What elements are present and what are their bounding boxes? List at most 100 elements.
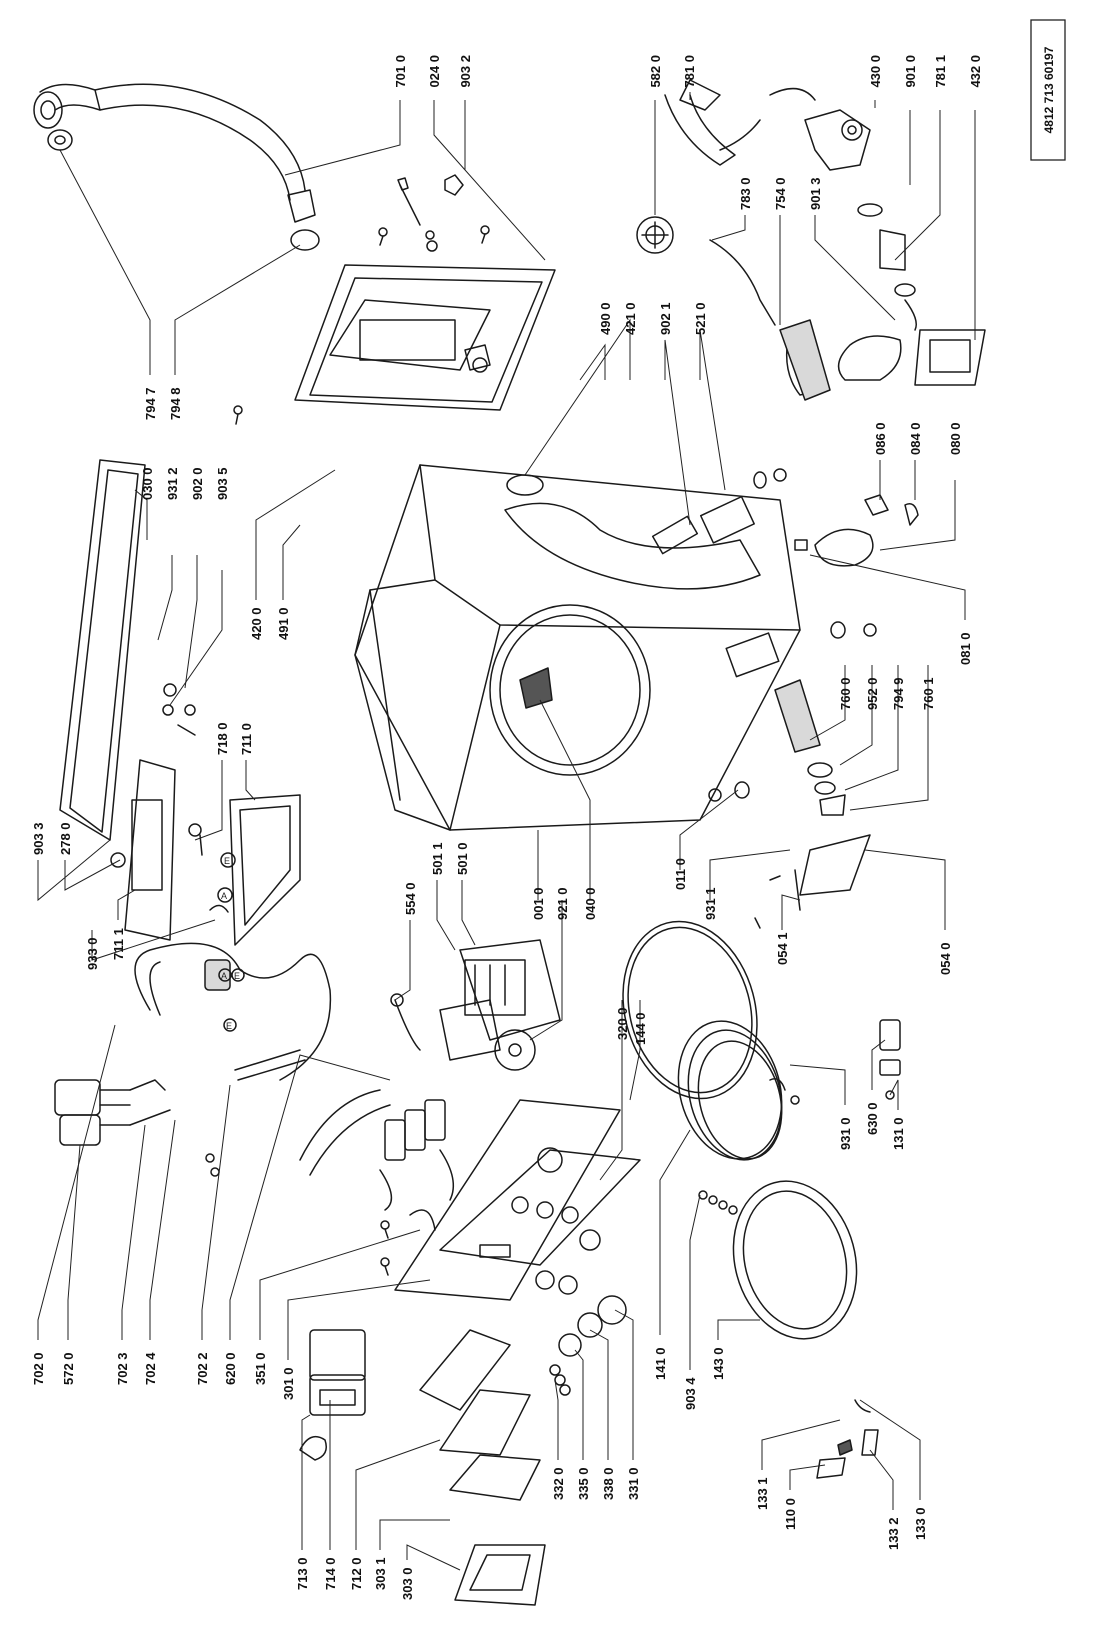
label-303-0: 303 0 [400, 1567, 415, 1600]
label-040-0: 040 0 [583, 887, 598, 920]
label-760-1: 760 1 [921, 677, 936, 710]
label-054-1: 054 1 [775, 932, 790, 965]
label-338-0: 338 0 [601, 1467, 616, 1500]
filter-drawing [205, 1153, 220, 1177]
inlet-hose-drawing [33, 83, 320, 251]
label-760-0: 760 0 [838, 677, 853, 710]
label-620-0: 620 0 [223, 1352, 238, 1385]
label-080-0: 080 0 [948, 422, 963, 455]
label-420-0: 420 0 [249, 607, 264, 640]
label-713-0: 713 0 [295, 1557, 310, 1590]
marker-e-hose-2: E [234, 971, 240, 981]
label-630-0: 630 0 [865, 1102, 880, 1135]
top-lid-drawing [294, 264, 556, 411]
label-554-0: 554 0 [403, 882, 418, 915]
label-301-0: 301 0 [281, 1367, 296, 1400]
label-903-5: 903 5 [215, 467, 230, 500]
small-hardware-top [233, 174, 490, 425]
label-144-0: 144 0 [633, 1012, 648, 1045]
programmer-drawing [390, 939, 561, 1071]
label-133-2: 133 2 [886, 1517, 901, 1550]
label-335-0: 335 0 [576, 1467, 591, 1500]
label-902-0: 902 0 [190, 467, 205, 500]
label-781-1: 781 1 [933, 55, 948, 88]
label-701-0: 701 0 [393, 55, 408, 88]
label-084-0: 084 0 [908, 422, 923, 455]
label-501-0: 501 0 [455, 842, 470, 875]
drain-pump-drawing [636, 79, 986, 401]
label-024-0: 024 0 [427, 55, 442, 88]
label-030-0: 030 0 [140, 467, 155, 500]
label-133-1: 133 1 [755, 1477, 770, 1510]
internal-hoses-drawing: E A E [134, 942, 332, 1081]
label-714-0: 714 0 [323, 1557, 338, 1590]
label-903-3: 903 3 [31, 822, 46, 855]
label-054-0: 054 0 [938, 942, 953, 975]
cabinet-drawing [354, 464, 877, 831]
label-794-7: 794 7 [143, 387, 158, 420]
suspension-parts-drawing [774, 494, 919, 816]
marker-a-dispenser: A [221, 891, 227, 901]
label-582-0: 582 0 [648, 55, 663, 88]
label-902-1: 902 1 [658, 302, 673, 335]
label-490-0: 490 0 [598, 302, 613, 335]
label-521-0: 521 0 [693, 302, 708, 335]
label-278-0: 278 0 [58, 822, 73, 855]
label-572-0: 572 0 [61, 1352, 76, 1385]
label-711-1: 711 1 [111, 928, 126, 960]
label-143-0: 143 0 [711, 1347, 726, 1380]
label-901-0: 901 0 [903, 55, 918, 88]
label-086-0: 086 0 [873, 422, 888, 455]
label-718-0: 718 0 [215, 722, 230, 755]
top-cover-drawing [59, 459, 146, 841]
drawer-drawing [299, 1329, 546, 1606]
label-011-0: 011 0 [673, 858, 688, 890]
label-711-0: 711 0 [239, 723, 254, 755]
label-303-1: 303 1 [373, 1557, 388, 1590]
marker-e-dispenser: E [224, 856, 230, 866]
label-501-1: 501 1 [430, 842, 445, 875]
label-931-1: 931 1 [703, 887, 718, 920]
control-panel-drawing [394, 1099, 641, 1301]
label-141-0: 141 0 [653, 1347, 668, 1380]
knobs-drawing [549, 1295, 627, 1396]
part-labels: 701 0 024 0 903 2 582 0 781 0 430 0 901 … [31, 55, 983, 1600]
document-id: 4812 713 60197 [1042, 46, 1056, 133]
label-133-0: 133 0 [913, 1507, 928, 1540]
label-331-0: 331 0 [626, 1467, 641, 1500]
label-931-2: 931 2 [165, 467, 180, 500]
label-794-8: 794 8 [168, 387, 183, 420]
label-921-0: 921 0 [555, 887, 570, 920]
label-794-9: 794 9 [891, 677, 906, 710]
label-351-0: 351 0 [253, 1352, 268, 1385]
label-081-0: 081 0 [958, 632, 973, 665]
marker-e-hose: E [226, 1021, 232, 1031]
label-933-0: 933 0 [85, 937, 100, 970]
label-702-4: 702 4 [143, 1352, 158, 1385]
leader-lines [37, 92, 976, 1571]
switches-drawing [379, 1099, 455, 1276]
label-901-3: 901 3 [808, 177, 823, 210]
wiring-drawing [299, 1089, 391, 1176]
label-320-0: 320 0 [615, 1007, 630, 1040]
dispenser-drawing: A E [110, 683, 301, 946]
label-332-0: 332 0 [551, 1467, 566, 1500]
label-783-0: 783 0 [738, 177, 753, 210]
label-931-0: 931 0 [838, 1117, 853, 1150]
label-131-0: 131 0 [891, 1117, 906, 1150]
marker-a-hose: A [221, 971, 227, 981]
label-491-0: 491 0 [276, 607, 291, 640]
label-421-0: 421 0 [623, 302, 638, 335]
label-702-2: 702 2 [195, 1352, 210, 1385]
label-702-3: 702 3 [115, 1352, 130, 1385]
document-id-box: 4812 713 60197 [1030, 19, 1066, 161]
inlet-valve-drawing [54, 1079, 171, 1146]
drawing-lines: A E E A E [33, 79, 986, 1606]
label-430-0: 430 0 [868, 55, 883, 88]
door-seals-drawing [622, 920, 858, 1340]
label-754-0: 754 0 [773, 177, 788, 210]
label-432-0: 432 0 [968, 55, 983, 88]
label-001-0: 001 0 [531, 887, 546, 920]
label-110-0: 110 0 [783, 1498, 798, 1530]
